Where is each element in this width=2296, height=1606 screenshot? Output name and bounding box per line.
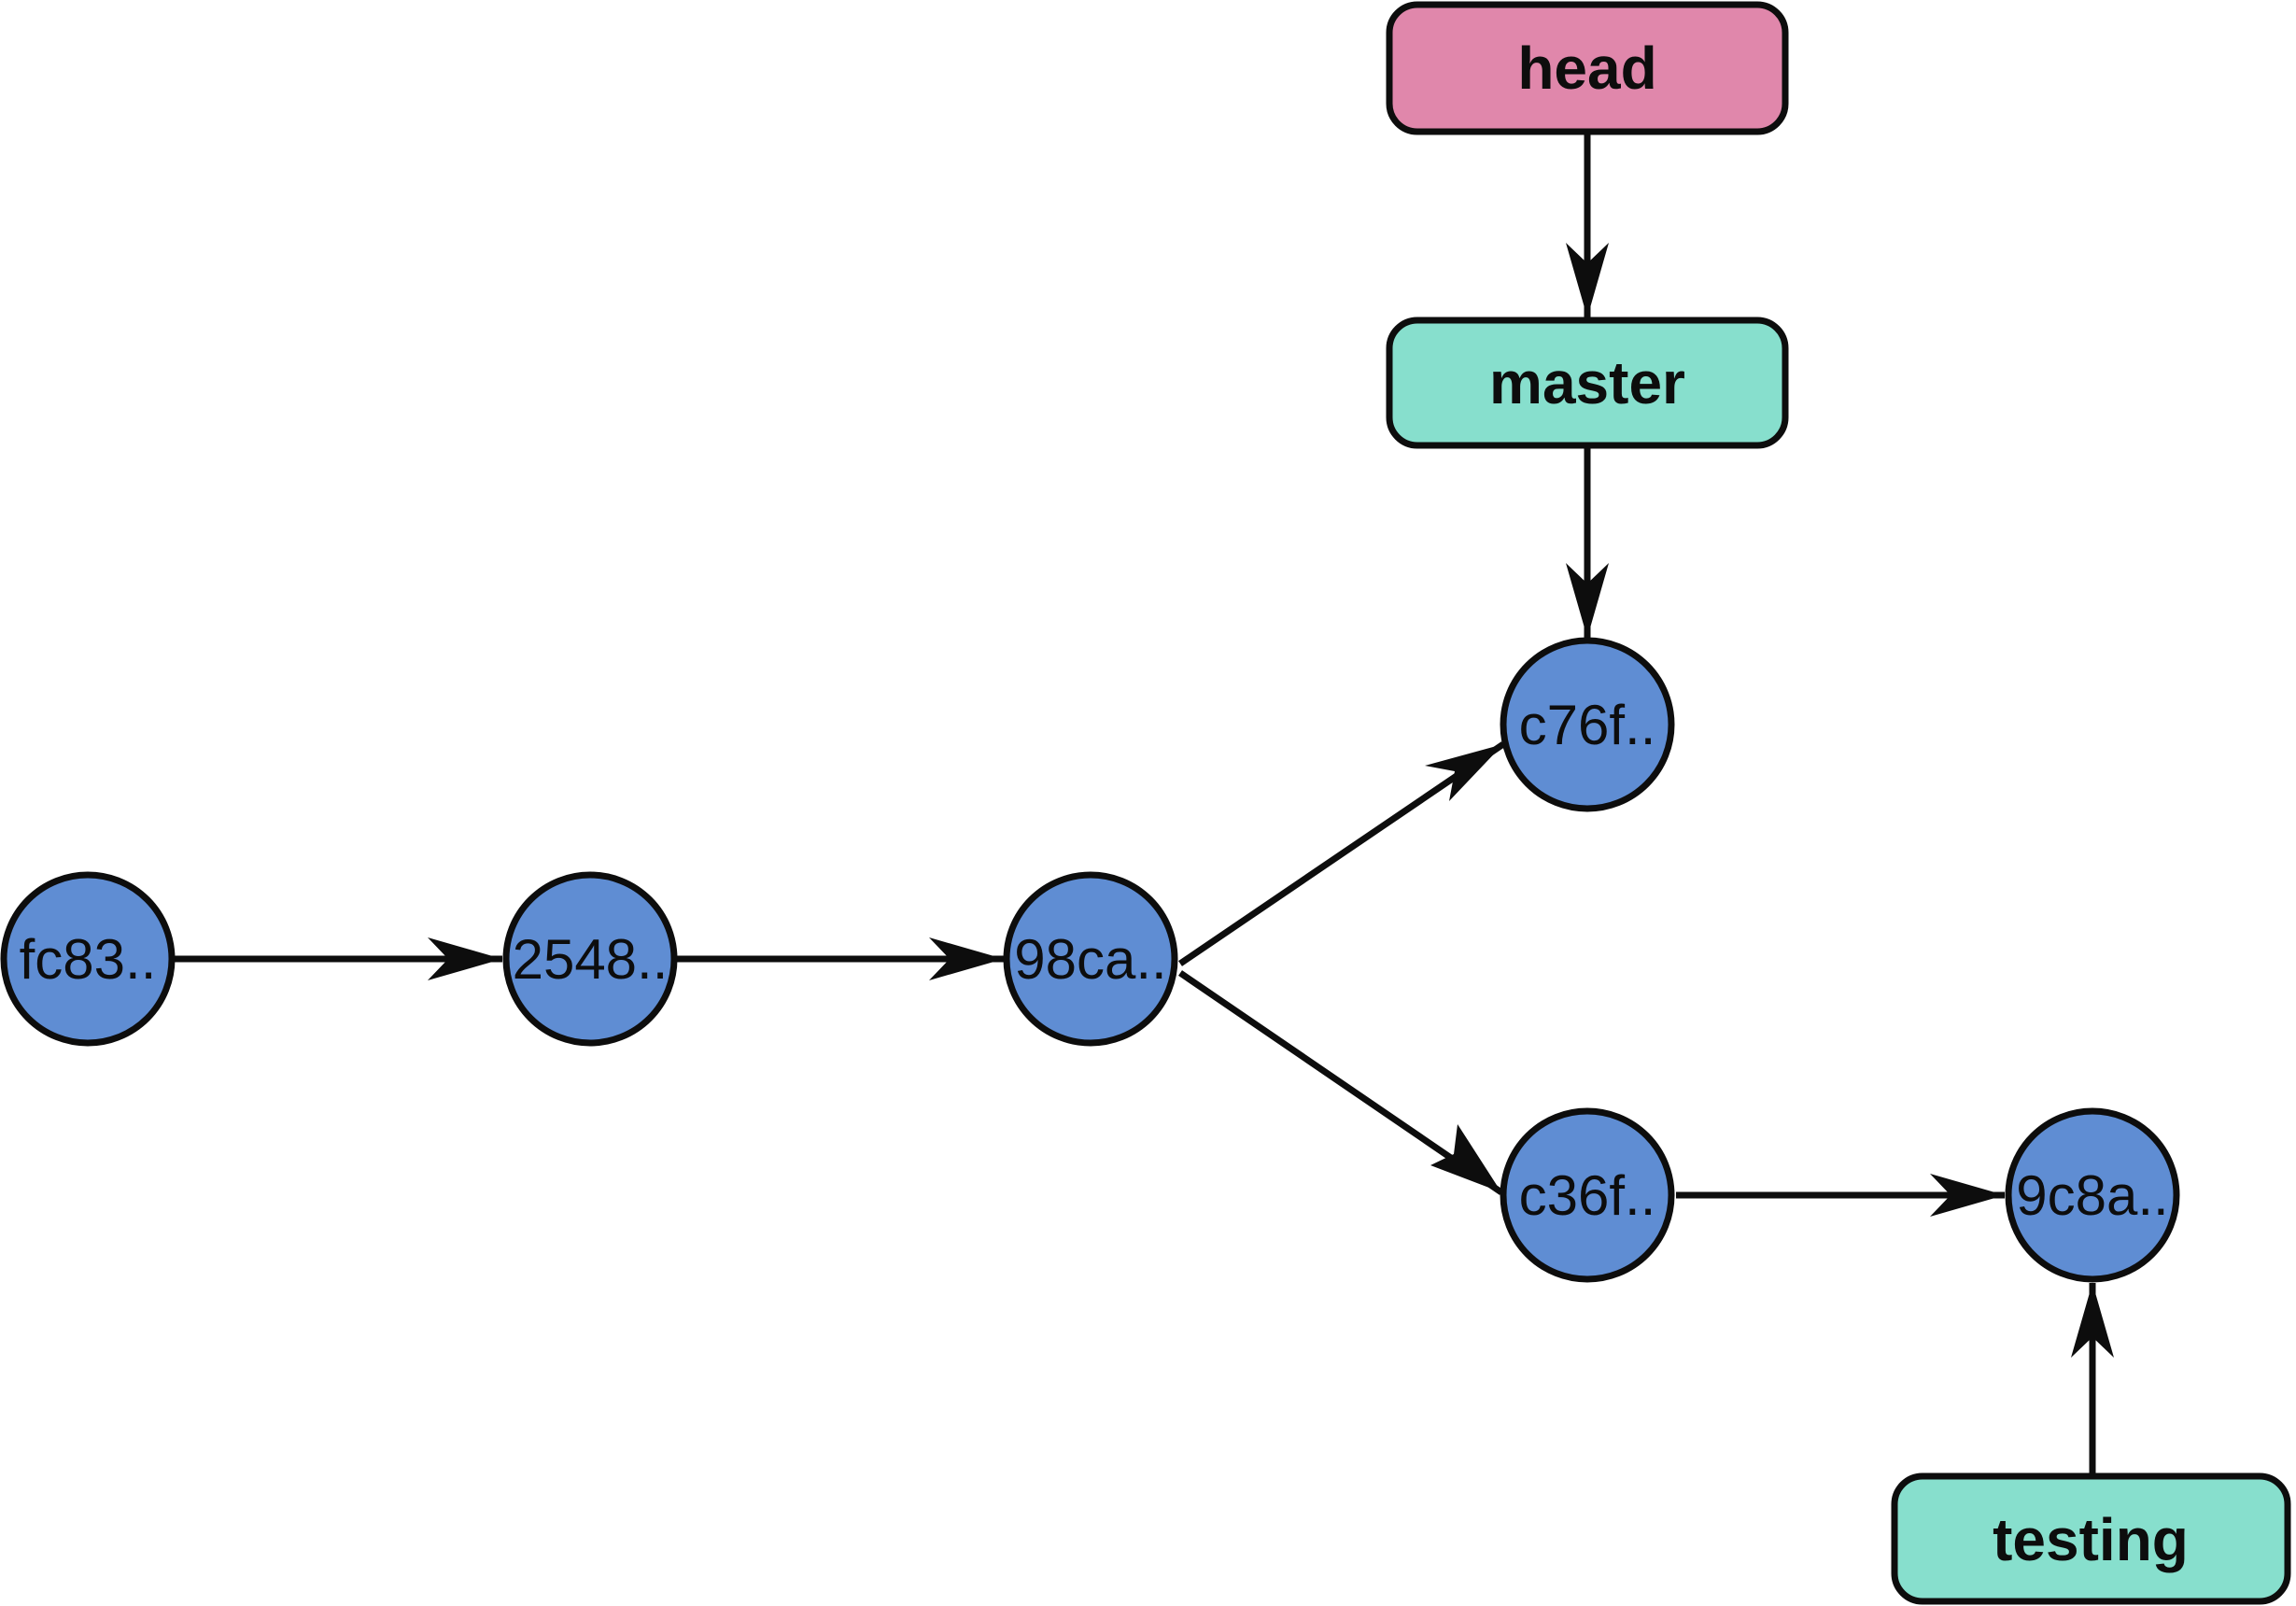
ref-head: head	[1386, 1, 1789, 135]
commit-node-98ca: 98ca..	[1003, 871, 1178, 1047]
ref-label: testing	[1993, 1506, 2189, 1573]
arrow-master-to-c76f	[1566, 563, 1609, 638]
commit-label: 2548..	[513, 928, 669, 991]
commit-circle	[0, 871, 176, 1047]
edge-98ca-to-c36f	[1178, 970, 1503, 1195]
ref-label: master	[1489, 349, 1685, 416]
commit-label: fc83..	[20, 928, 157, 991]
commit-label: c76f..	[1519, 694, 1656, 756]
arrow-fc83-to-2548	[428, 937, 502, 980]
arrow-testing-to-9c8a	[2071, 1283, 2114, 1358]
arrow-98ca-to-c76f	[1425, 744, 1503, 801]
arrow-98ca-to-c36f	[1430, 1124, 1501, 1192]
commit-node-c36f: c36f..	[1500, 1107, 1675, 1283]
commit-circle	[1500, 1107, 1675, 1283]
edge-98ca-to-c76f	[1178, 741, 1505, 966]
ref-box	[1386, 1, 1789, 135]
commit-circle	[502, 871, 678, 1047]
commit-label: 98ca..	[1014, 928, 1166, 991]
ref-box	[1891, 1472, 2291, 1605]
ref-box	[1386, 317, 1789, 449]
arrow-2548-to-98ca	[929, 937, 1004, 980]
commit-label: 9c8a..	[2016, 1164, 2168, 1227]
commit-node-fc83: fc83..	[0, 871, 176, 1047]
commit-node-2548: 2548..	[502, 871, 678, 1047]
arrow-c36f-to-9c8a	[1930, 1174, 2005, 1217]
commit-circle	[1003, 871, 1178, 1047]
commit-circle	[2005, 1107, 2180, 1283]
commit-circle	[1500, 637, 1675, 812]
ref-testing: testing	[1891, 1472, 2291, 1605]
edges	[174, 131, 2114, 1475]
ref-master: master	[1386, 317, 1789, 449]
commit-label: c36f..	[1519, 1164, 1656, 1227]
ref-label: head	[1517, 35, 1656, 102]
arrow-head-to-master	[1566, 243, 1609, 317]
commit-node-c76f: c76f..	[1500, 637, 1675, 812]
commit-node-9c8a: 9c8a..	[2005, 1107, 2180, 1283]
